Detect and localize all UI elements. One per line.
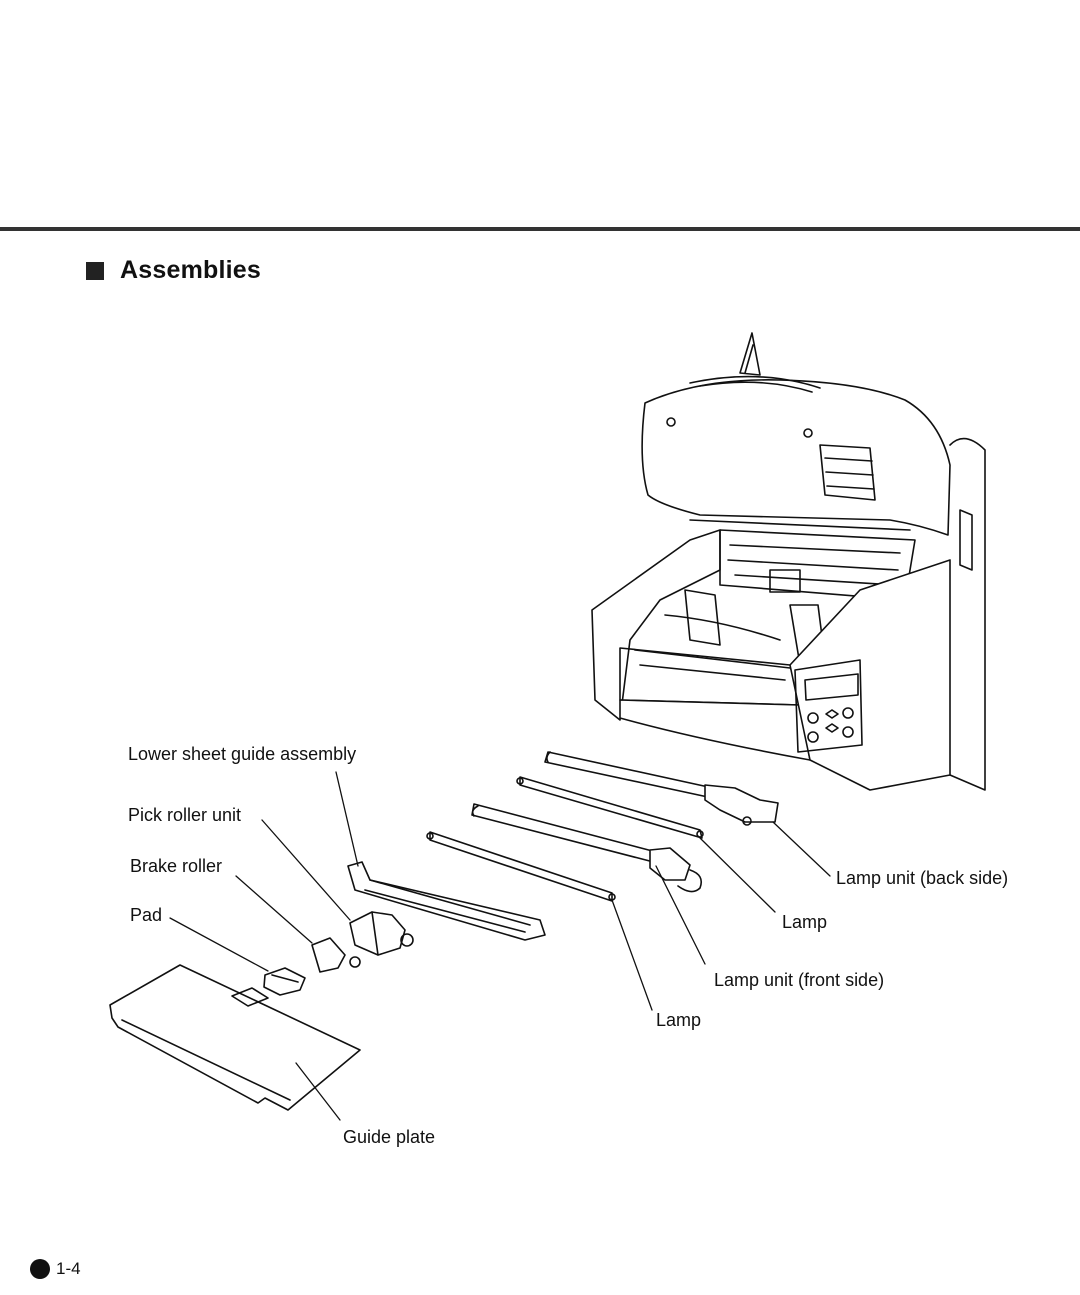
brake-roller-label: Brake roller (130, 856, 223, 876)
pad-label: Pad (130, 905, 163, 925)
lamp-unit-front-illustration (471, 803, 703, 893)
bullet-icon (30, 1259, 50, 1279)
lamp-unit-front-label: Lamp unit (front side) (714, 970, 885, 990)
lamp-upper-illustration (516, 776, 704, 839)
lamp-upper-label: Lamp (782, 912, 828, 932)
page-number: 1-4 (56, 1259, 81, 1278)
pick-roller-illustration (349, 911, 414, 956)
scanner-illustration (591, 332, 986, 791)
section-heading: Assemblies (86, 256, 261, 285)
brake-roller-illustration (311, 937, 361, 973)
section-square-icon (86, 261, 104, 280)
lower-sheet-guide-label: Lower sheet guide assembly (128, 744, 357, 764)
guide-plate-illustration (109, 964, 361, 1111)
lamp-unit-back-label: Lamp unit (back side) (836, 868, 1009, 888)
pad-illustration (263, 967, 306, 996)
lamp-lower-label: Lamp (656, 1010, 702, 1030)
lower-sheet-guide-illustration (347, 861, 546, 941)
leader-lines (169, 771, 831, 1121)
pick-roller-label: Pick roller unit (128, 805, 242, 825)
lamp-unit-back-illustration (544, 751, 779, 826)
page-footer: 1-4 (30, 1259, 81, 1279)
guide-plate-label: Guide plate (343, 1127, 436, 1147)
section-title: Assemblies (120, 256, 261, 284)
top-rule (0, 227, 1080, 231)
